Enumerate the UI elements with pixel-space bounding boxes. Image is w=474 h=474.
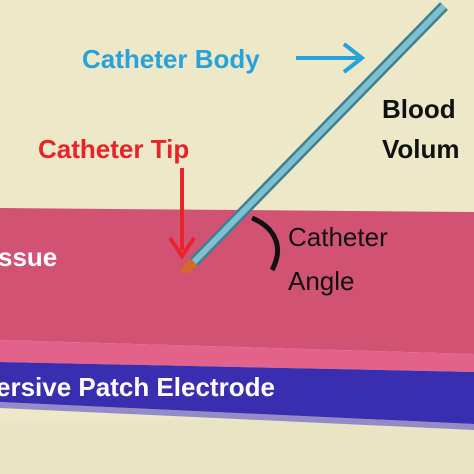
catheter-angle-arc	[250, 215, 280, 272]
tissue-lower-band	[0, 340, 474, 372]
catheter-tip-arrowhead	[168, 236, 196, 260]
catheter-tip	[180, 258, 198, 274]
patch-electrode-label: ersive Patch Electrode	[0, 372, 275, 402]
catheter-body-highlight	[187, 3, 447, 269]
catheter-tip-label: Catheter Tip	[38, 134, 189, 164]
tissue-label: ssue	[0, 242, 57, 272]
catheter-body-label: Catheter Body	[82, 44, 260, 74]
patch-electrode-shadow	[0, 402, 474, 430]
catheter-angle-label-line1: Catheter	[288, 222, 388, 252]
patch-electrode	[0, 362, 474, 424]
tissue-layer	[0, 208, 474, 354]
catheter-angle-label-line2: Angle	[288, 266, 355, 296]
ground-bottom	[0, 420, 474, 474]
catheter-body-arrowhead	[342, 42, 366, 74]
blood-volume-label-line2: Volum	[382, 134, 460, 164]
blood-volume-label-line1: Blood	[382, 94, 456, 124]
